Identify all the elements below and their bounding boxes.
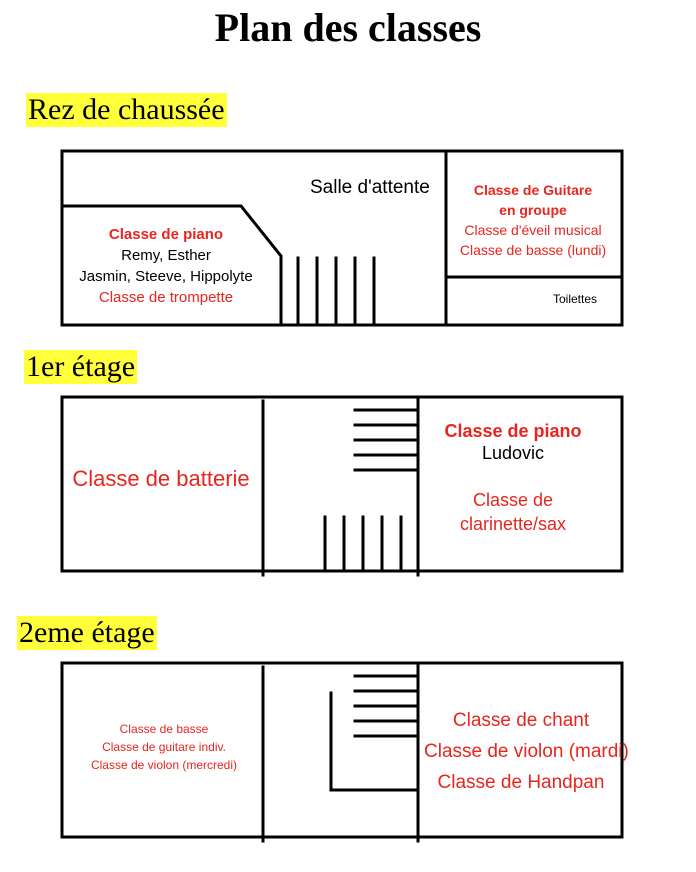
ground-guitar-room: Classe de Guitare en groupe Classe d'éve…: [448, 180, 618, 260]
ground-trumpet-class: Classe de trompette: [98, 289, 234, 306]
second-right-room: Classe de chant Classe de violon (mardi)…: [424, 705, 629, 798]
ground-piano-wall: [60, 204, 283, 327]
second-left-room: Classe de basse Classe de guitare indiv.…: [66, 720, 262, 774]
ground-piano-teachers-1: Remy, Esther: [121, 247, 211, 264]
second-violin-wed-class: Classe de violon (mercredi): [90, 758, 238, 772]
second-guitar-class: Classe de guitare indiv.: [102, 740, 226, 754]
first-clarinet-line1: Classe de: [472, 490, 554, 510]
ground-guitar-line2: en groupe: [499, 202, 567, 218]
floor-label-ground: Rez de chaussée: [26, 93, 227, 127]
first-floor-outline: [60, 395, 624, 573]
first-stairs-bottom: [323, 515, 403, 573]
page-title: Plan des classes: [214, 5, 482, 50]
first-piano-teacher: Ludovic: [481, 443, 545, 463]
second-bass-class: Classe de basse: [119, 722, 209, 736]
ground-piano-room: Classe de piano Remy, Esther Jasmin, Ste…: [66, 224, 266, 308]
first-clarinet-line2: clarinette/sax: [459, 514, 567, 534]
floor-label-first: 1er étage: [24, 350, 138, 384]
second-stairs: [353, 674, 420, 738]
toilets-label: Toilettes: [553, 292, 598, 306]
floor-label-second: 2eme étage: [17, 616, 157, 650]
first-stairs-top: [353, 408, 420, 472]
waiting-room-label: Salle d'attente: [310, 177, 430, 198]
ground-piano-teachers-2: Jasmin, Steeve, Hippolyte: [79, 268, 253, 285]
ground-eveil-class: Classe d'éveil musical: [464, 222, 602, 238]
second-chant-class: Classe de chant: [452, 710, 590, 731]
ground-guitar-line1: Classe de Guitare: [473, 182, 593, 198]
ground-floor-outline: [60, 149, 624, 327]
first-piano-room: Classe de piano Ludovic Classe de clarin…: [424, 420, 602, 536]
ground-stairs: [296, 256, 376, 327]
second-inner-wall: [329, 691, 420, 792]
second-floor-outline: [60, 661, 624, 839]
first-piano-heading: Classe de piano: [444, 421, 582, 441]
ground-piano-heading: Classe de piano: [108, 226, 224, 243]
ground-bass-class: Classe de basse (lundi): [459, 242, 607, 258]
second-violin-tue-class: Classe de violon (mardi): [424, 741, 629, 762]
second-handpan-class: Classe de Handpan: [437, 772, 605, 793]
drums-room-label: Classe de batterie: [72, 466, 250, 491]
